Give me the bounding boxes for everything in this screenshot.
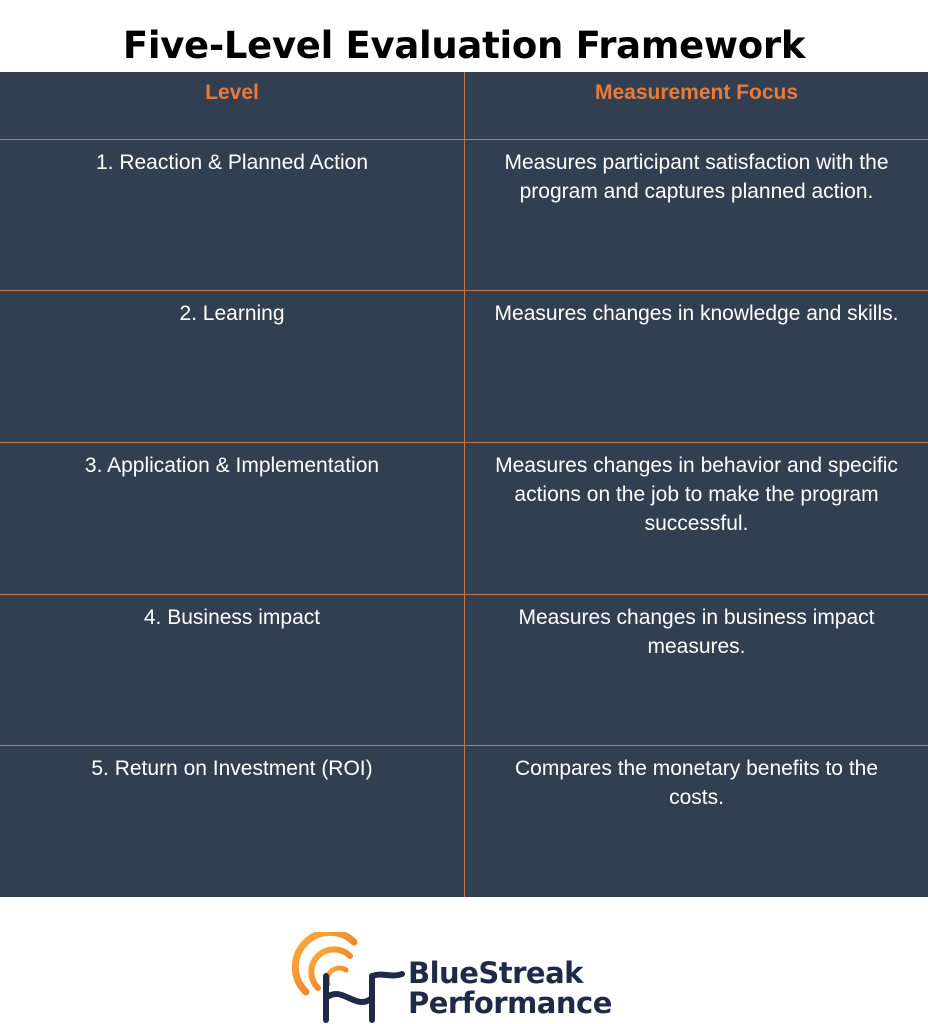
column-divider bbox=[464, 72, 465, 897]
focus-cell: Compares the monetary benefits to the co… bbox=[514, 757, 879, 809]
logo-wordmark: BlueStreak Performance bbox=[408, 958, 612, 1018]
page-title: Five-Level Evaluation Framework bbox=[122, 23, 806, 67]
table-row: 1. Reaction & Planned Action Measures pa… bbox=[0, 139, 928, 290]
bluestreak-logo: BlueStreak Performance bbox=[292, 932, 642, 1024]
table-row: 5. Return on Investment (ROI) Compares t… bbox=[0, 745, 928, 896]
logo-line-1: BlueStreak bbox=[408, 956, 583, 990]
level-cell: 5. Return on Investment (ROI) bbox=[91, 757, 373, 780]
level-cell: 2. Learning bbox=[179, 302, 285, 325]
level-cell: 1. Reaction & Planned Action bbox=[95, 151, 368, 174]
column-header-measurement-focus: Measurement Focus bbox=[594, 81, 799, 104]
focus-cell: Measures changes in business impact meas… bbox=[518, 606, 875, 658]
table-row: 2. Learning Measures changes in knowledg… bbox=[0, 290, 928, 441]
table-header-row: Level Measurement Focus bbox=[0, 72, 928, 139]
evaluation-table: Level Measurement Focus 1. Reaction & Pl… bbox=[0, 72, 928, 897]
bluestreak-swirl-icon bbox=[292, 932, 405, 1023]
table-row: 4. Business impact Measures changes in b… bbox=[0, 594, 928, 745]
table-row: 3. Application & Implementation Measures… bbox=[0, 442, 928, 593]
focus-cell: Measures changes in knowledge and skills… bbox=[494, 302, 899, 325]
logo-line-2: Performance bbox=[408, 986, 612, 1020]
level-cell: 3. Application & Implementation bbox=[84, 454, 380, 477]
focus-cell: Measures changes in behavior and specifi… bbox=[495, 454, 898, 535]
level-cell: 4. Business impact bbox=[143, 606, 321, 629]
column-header-level: Level bbox=[205, 81, 259, 104]
focus-cell: Measures participant satisfaction with t… bbox=[504, 151, 889, 203]
